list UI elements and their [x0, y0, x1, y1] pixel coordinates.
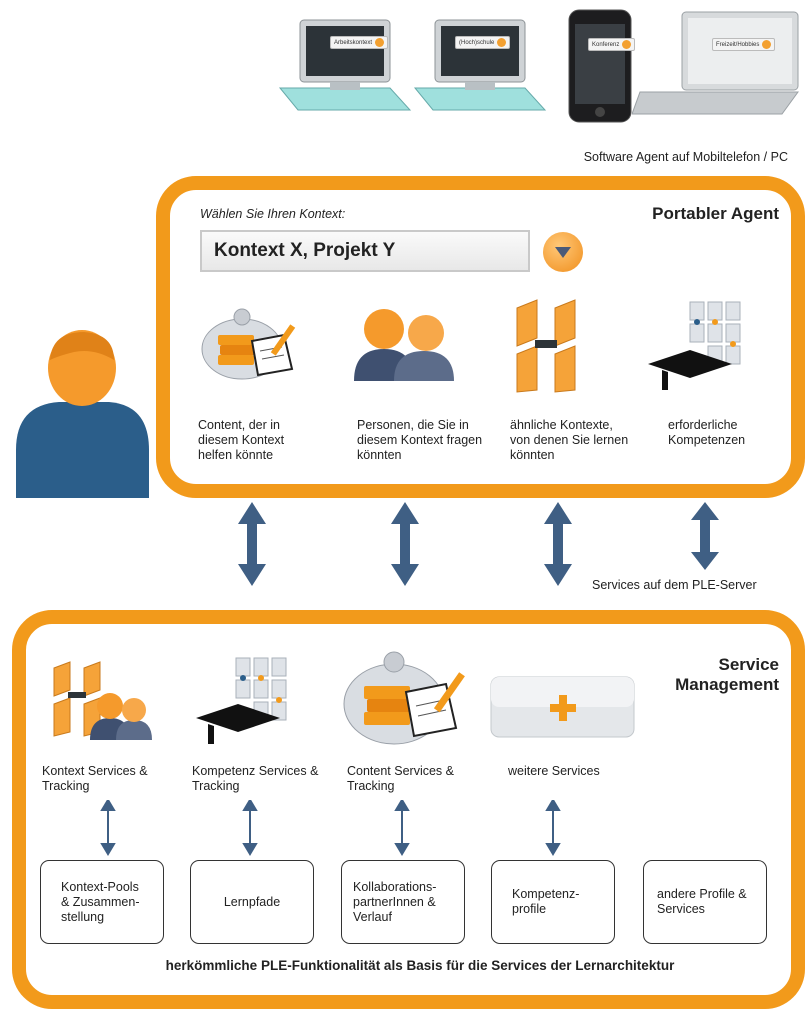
chevron-down-icon[interactable] — [543, 232, 583, 272]
content-icon — [343, 651, 465, 745]
dropdown-icon — [375, 38, 385, 47]
context-services-icon — [53, 661, 152, 740]
box-context-pools: Kontext-Pools & Zusammen-stellung — [40, 860, 164, 944]
box-collaboration: Kollaborations-partnerInnen & Verlauf — [341, 860, 465, 944]
server-connection-arrows — [238, 502, 719, 586]
service-label-competence: Kompetenz Services & Tracking — [192, 764, 319, 793]
double-arrow-icon — [544, 502, 572, 586]
content-icon — [201, 308, 296, 380]
context-pieces-icon — [516, 299, 576, 393]
box-other-profiles: andere Profile & Services — [643, 860, 767, 944]
desktop-computer-icon — [278, 19, 412, 111]
dropdown-icon — [622, 40, 632, 49]
footer-text: herkömmliche PLE-Funktionalität als Basi… — [165, 958, 675, 973]
double-arrow-icon — [242, 800, 258, 856]
device-tag-work: Arbeitskontext — [330, 36, 389, 49]
service-label-context: Kontext Services & Tracking — [42, 764, 148, 793]
service-management-title: Service Management — [675, 655, 779, 694]
device-tag-leisure: Freizeit/Hobbies — [712, 38, 776, 51]
box-learning-paths: Lernpfade — [190, 860, 314, 944]
graduation-cap-icon — [196, 657, 287, 744]
service-label-more: weitere Services — [508, 764, 600, 778]
double-arrow-icon — [100, 800, 116, 856]
double-arrow-icon — [238, 502, 266, 586]
dropdown-icon — [497, 38, 507, 47]
graduation-cap-icon — [648, 301, 741, 390]
device-tag-conference: Konferenz — [588, 38, 636, 51]
service-label-content: Content Services & Tracking — [347, 764, 454, 793]
people-icon — [354, 309, 454, 381]
desktop-computer-icon — [413, 19, 547, 111]
box-competence-profiles: Kompetenz-profile — [491, 860, 615, 944]
double-arrow-icon — [691, 502, 719, 570]
double-arrow-icon — [394, 800, 410, 856]
agent-caption-content: Content, der in diesem Kontext helfen kö… — [198, 418, 285, 462]
agent-caption-competences: erforderliche Kompetenzen — [668, 418, 746, 447]
context-select-prompt: Wählen Sie Ihren Kontext: — [200, 207, 346, 221]
agent-caption-contexts: ähnliche Kontexte, von denen Sie lernen … — [510, 418, 629, 462]
laptop-icon — [632, 11, 799, 115]
context-select-field[interactable]: Kontext X, Projekt Y — [200, 230, 530, 272]
double-arrow-icon — [545, 800, 561, 856]
plus-icon — [490, 676, 635, 738]
device-tag-school: (Hoch)schule — [455, 36, 511, 49]
portable-agent-title: Portabler Agent — [652, 204, 779, 223]
agent-caption-people: Personen, die Sie in diesem Kontext frag… — [357, 418, 483, 462]
services-server-note: Services auf dem PLE-Server — [592, 578, 757, 592]
mobile-phone-icon — [568, 9, 632, 123]
person-avatar-icon — [16, 330, 149, 498]
double-arrow-icon — [391, 502, 419, 586]
software-agent-note: Software Agent auf Mobiltelefon / PC — [583, 150, 788, 164]
small-arrows — [100, 800, 561, 856]
dropdown-icon — [762, 40, 772, 49]
